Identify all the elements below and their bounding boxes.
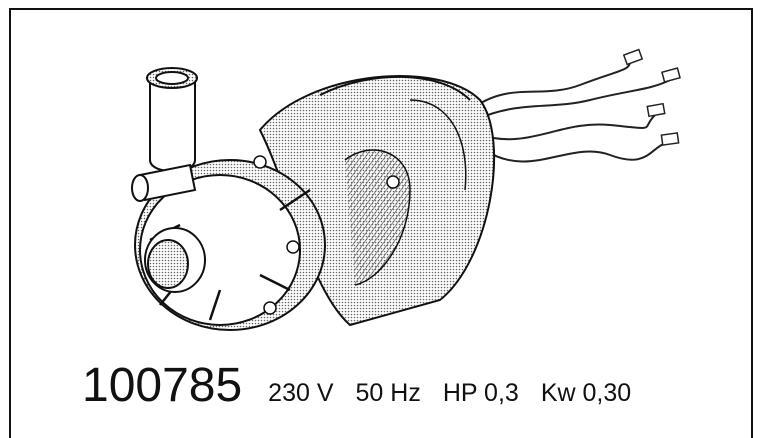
product-caption: 100785 230 V 50 Hz HP 0,3 Kw 0,30 bbox=[82, 358, 631, 418]
wire-connectors bbox=[622, 48, 681, 146]
side-pipe bbox=[131, 163, 197, 202]
frequency-spec: 50 Hz bbox=[355, 379, 421, 407]
pump-motor-icon bbox=[131, 48, 681, 331]
housing-screws bbox=[253, 155, 400, 315]
product-code: 100785 bbox=[82, 359, 243, 412]
wire-bundle bbox=[469, 61, 671, 163]
pump-head bbox=[134, 159, 326, 331]
inlet-pipe bbox=[146, 67, 198, 173]
product-card-frame bbox=[9, 8, 753, 438]
voltage-spec: 230 V bbox=[268, 379, 334, 407]
power-spec: Kw 0,30 bbox=[540, 379, 632, 407]
horsepower-spec: HP 0,3 bbox=[442, 379, 519, 407]
